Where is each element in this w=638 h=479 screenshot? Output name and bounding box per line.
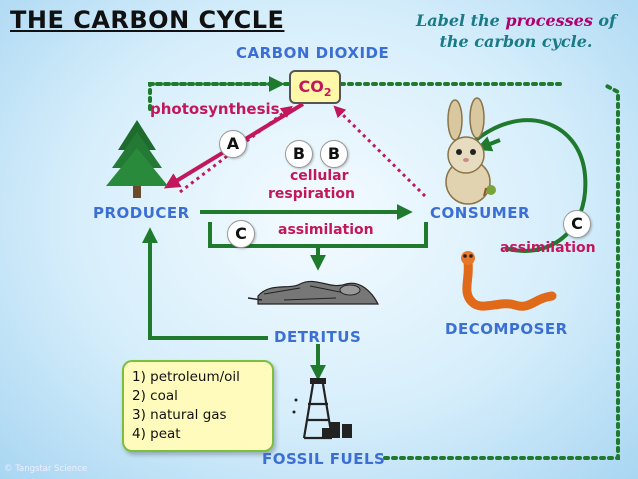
letter-c-left-bubble: C	[227, 220, 255, 248]
list-item: 3) natural gas	[132, 407, 227, 423]
instruction-part2: of the carbon cycle.	[439, 11, 616, 51]
letter-b2-bubble: B	[320, 140, 348, 168]
combustion-dotted-arrow	[383, 82, 620, 460]
co2-box: CO2	[289, 70, 341, 104]
assimilation-right-label: assimilation	[500, 240, 596, 256]
list-item: 1) petroleum/oil	[132, 369, 240, 385]
carbon-dioxide-label: CARBON DIOXIDE	[236, 44, 390, 62]
consumer-loop-arrow	[468, 118, 588, 253]
respiration-arrow-producer	[179, 105, 293, 194]
consumer-loop-arrow-head	[475, 136, 501, 152]
consumer-label: CONSUMER	[430, 204, 531, 222]
letter-a-bubble: A	[219, 130, 247, 158]
co2-formula: CO	[298, 77, 324, 96]
list-item: 2) coal	[132, 388, 178, 404]
cellular-label: cellular	[290, 168, 349, 184]
oil-derrick-icon	[292, 378, 352, 440]
worm-icon	[461, 251, 557, 311]
respiration-label: respiration	[268, 186, 355, 202]
list-item: 4) peat	[132, 426, 181, 442]
producer-label: PRODUCER	[93, 204, 190, 222]
fossil-fuels-label: FOSSIL FUELS	[262, 450, 386, 468]
page-title: THE CARBON CYCLE	[10, 6, 285, 34]
detritus-icon	[247, 280, 379, 305]
pine-tree-icon	[106, 120, 168, 198]
letter-c-right-bubble: C	[563, 210, 591, 238]
rabbit-icon	[445, 97, 496, 205]
photosynthesis-label: photosynthesis	[150, 100, 280, 118]
instruction-part1: Label the	[416, 11, 506, 30]
instruction-text: Label the processes of the carbon cycle.	[400, 10, 632, 52]
decomposer-label: DECOMPOSER	[445, 320, 568, 338]
letter-b1-bubble: B	[285, 140, 313, 168]
co2-subscript: 2	[323, 86, 332, 100]
detritus-to-producer-arrow	[142, 227, 268, 340]
detritus-label: DETRITUS	[274, 328, 362, 346]
assimilation-center-label: assimilation	[278, 222, 374, 238]
fossil-fuel-list: 1) petroleum/oil 2) coal 3) natural gas …	[124, 368, 272, 444]
instruction-highlight: processes	[505, 11, 593, 30]
copyright-credit: © Tangstar Science	[4, 464, 88, 474]
fossil-fuel-list-box: 1) petroleum/oil 2) coal 3) natural gas …	[122, 360, 274, 452]
respiration-arrow-consumer	[333, 105, 427, 198]
